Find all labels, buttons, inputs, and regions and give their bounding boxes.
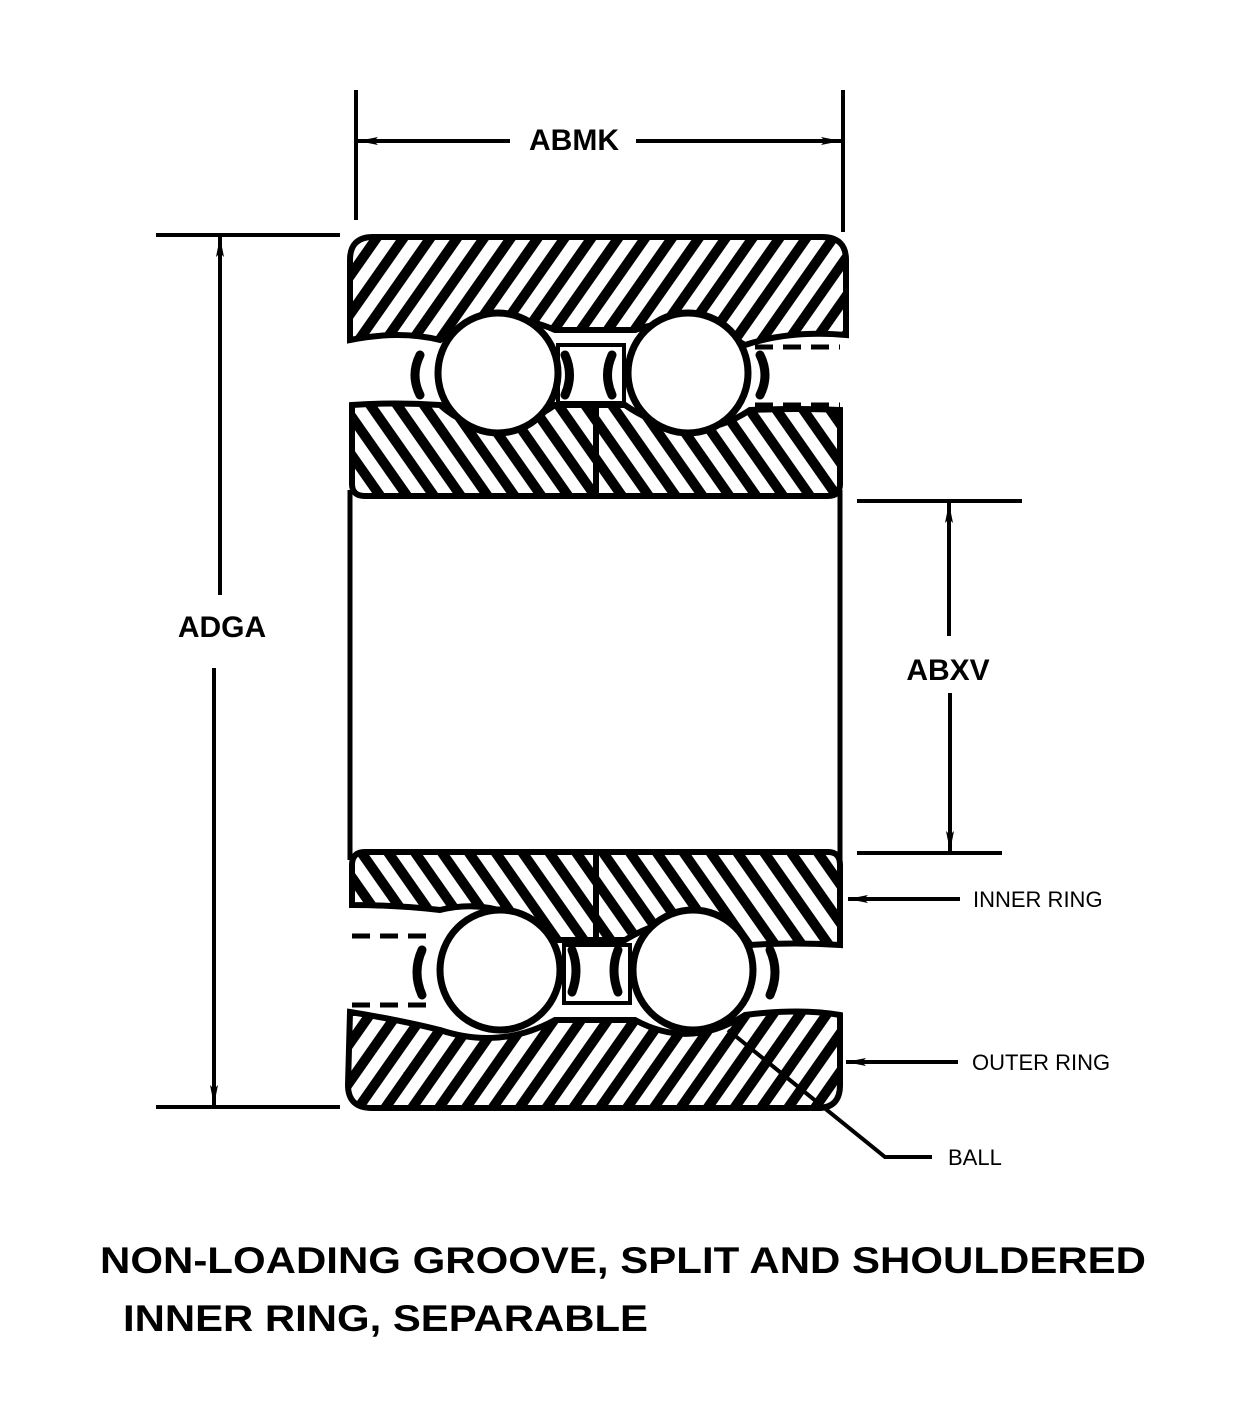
outer-ring-bottom: [344, 1008, 843, 1111]
bearing-body: [344, 234, 849, 1111]
ball-top-right: [624, 309, 752, 437]
cage-segment: [765, 945, 780, 1000]
top-section: [347, 234, 849, 499]
cage-segment: [609, 945, 623, 997]
callout-label-outer-ring: OUTER RING: [972, 1050, 1110, 1075]
cage-segment: [410, 350, 425, 400]
callout-label-inner-ring: INNER RING: [973, 887, 1103, 912]
ball-bottom-right: [629, 906, 757, 1034]
dimension-adga: ADGA: [156, 233, 340, 1109]
outer-ring-top: [347, 234, 849, 349]
callout-outer-ring: OUTER RING: [846, 1050, 1110, 1075]
dimension-label-abxv: ABXV: [906, 654, 989, 687]
dimension-label-adga: ADGA: [178, 611, 266, 644]
callout-inner-ring: INNER RING: [848, 887, 1103, 912]
dimension-label-abmk: ABMK: [529, 124, 619, 157]
ball-bottom-left: [436, 906, 564, 1034]
cage-segment: [755, 350, 770, 400]
cage-segment: [567, 945, 581, 997]
callout-label-ball: BALL: [948, 1145, 1002, 1170]
cage-segment: [412, 945, 427, 1000]
callout-ball: BALL: [726, 1028, 1002, 1170]
leader-line: [726, 1028, 932, 1159]
dimension-abxv: ABXV: [857, 499, 1022, 855]
cage-segment: [603, 350, 617, 400]
bottom-section: [344, 849, 843, 1111]
caption-line-1: NON-LOADING GROOVE, SPLIT AND SHOULDERED: [100, 1240, 1146, 1281]
dimension-abmk: ABMK: [354, 90, 845, 232]
cage-pocket: [556, 343, 626, 405]
cage-segment: [560, 350, 574, 400]
caption-line-2: INNER RING, SEPARABLE: [123, 1298, 648, 1339]
ball-top-left: [434, 309, 562, 437]
